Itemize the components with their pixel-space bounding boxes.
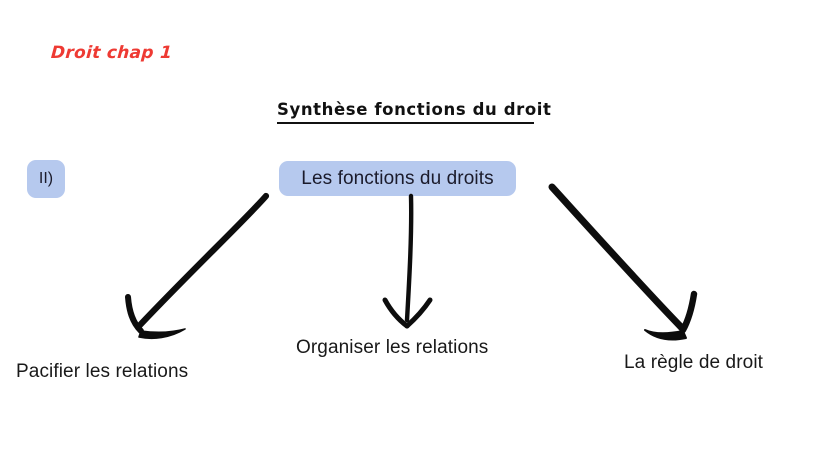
root-node[interactable]: Les fonctions du droits [279, 161, 516, 196]
section-number-badge[interactable]: II) [27, 160, 65, 198]
arrow-to-pacifier [125, 192, 270, 340]
branch-label-regle-de-droit: La règle de droit [624, 352, 764, 373]
branch-label-pacifier: Pacifier les relations [16, 361, 189, 382]
section-number-label: II) [38, 170, 54, 187]
section-heading: Synthèse fonctions du droit [277, 100, 552, 119]
root-node-label: Les fonctions du droits [301, 167, 494, 189]
section-heading-underline [277, 122, 534, 124]
arrow-to-organiser [382, 193, 433, 329]
chapter-title: Droit chap 1 [50, 43, 173, 63]
branch-label-organiser: Organiser les relations [296, 337, 489, 358]
arrow-to-regle-de-droit [548, 183, 698, 341]
